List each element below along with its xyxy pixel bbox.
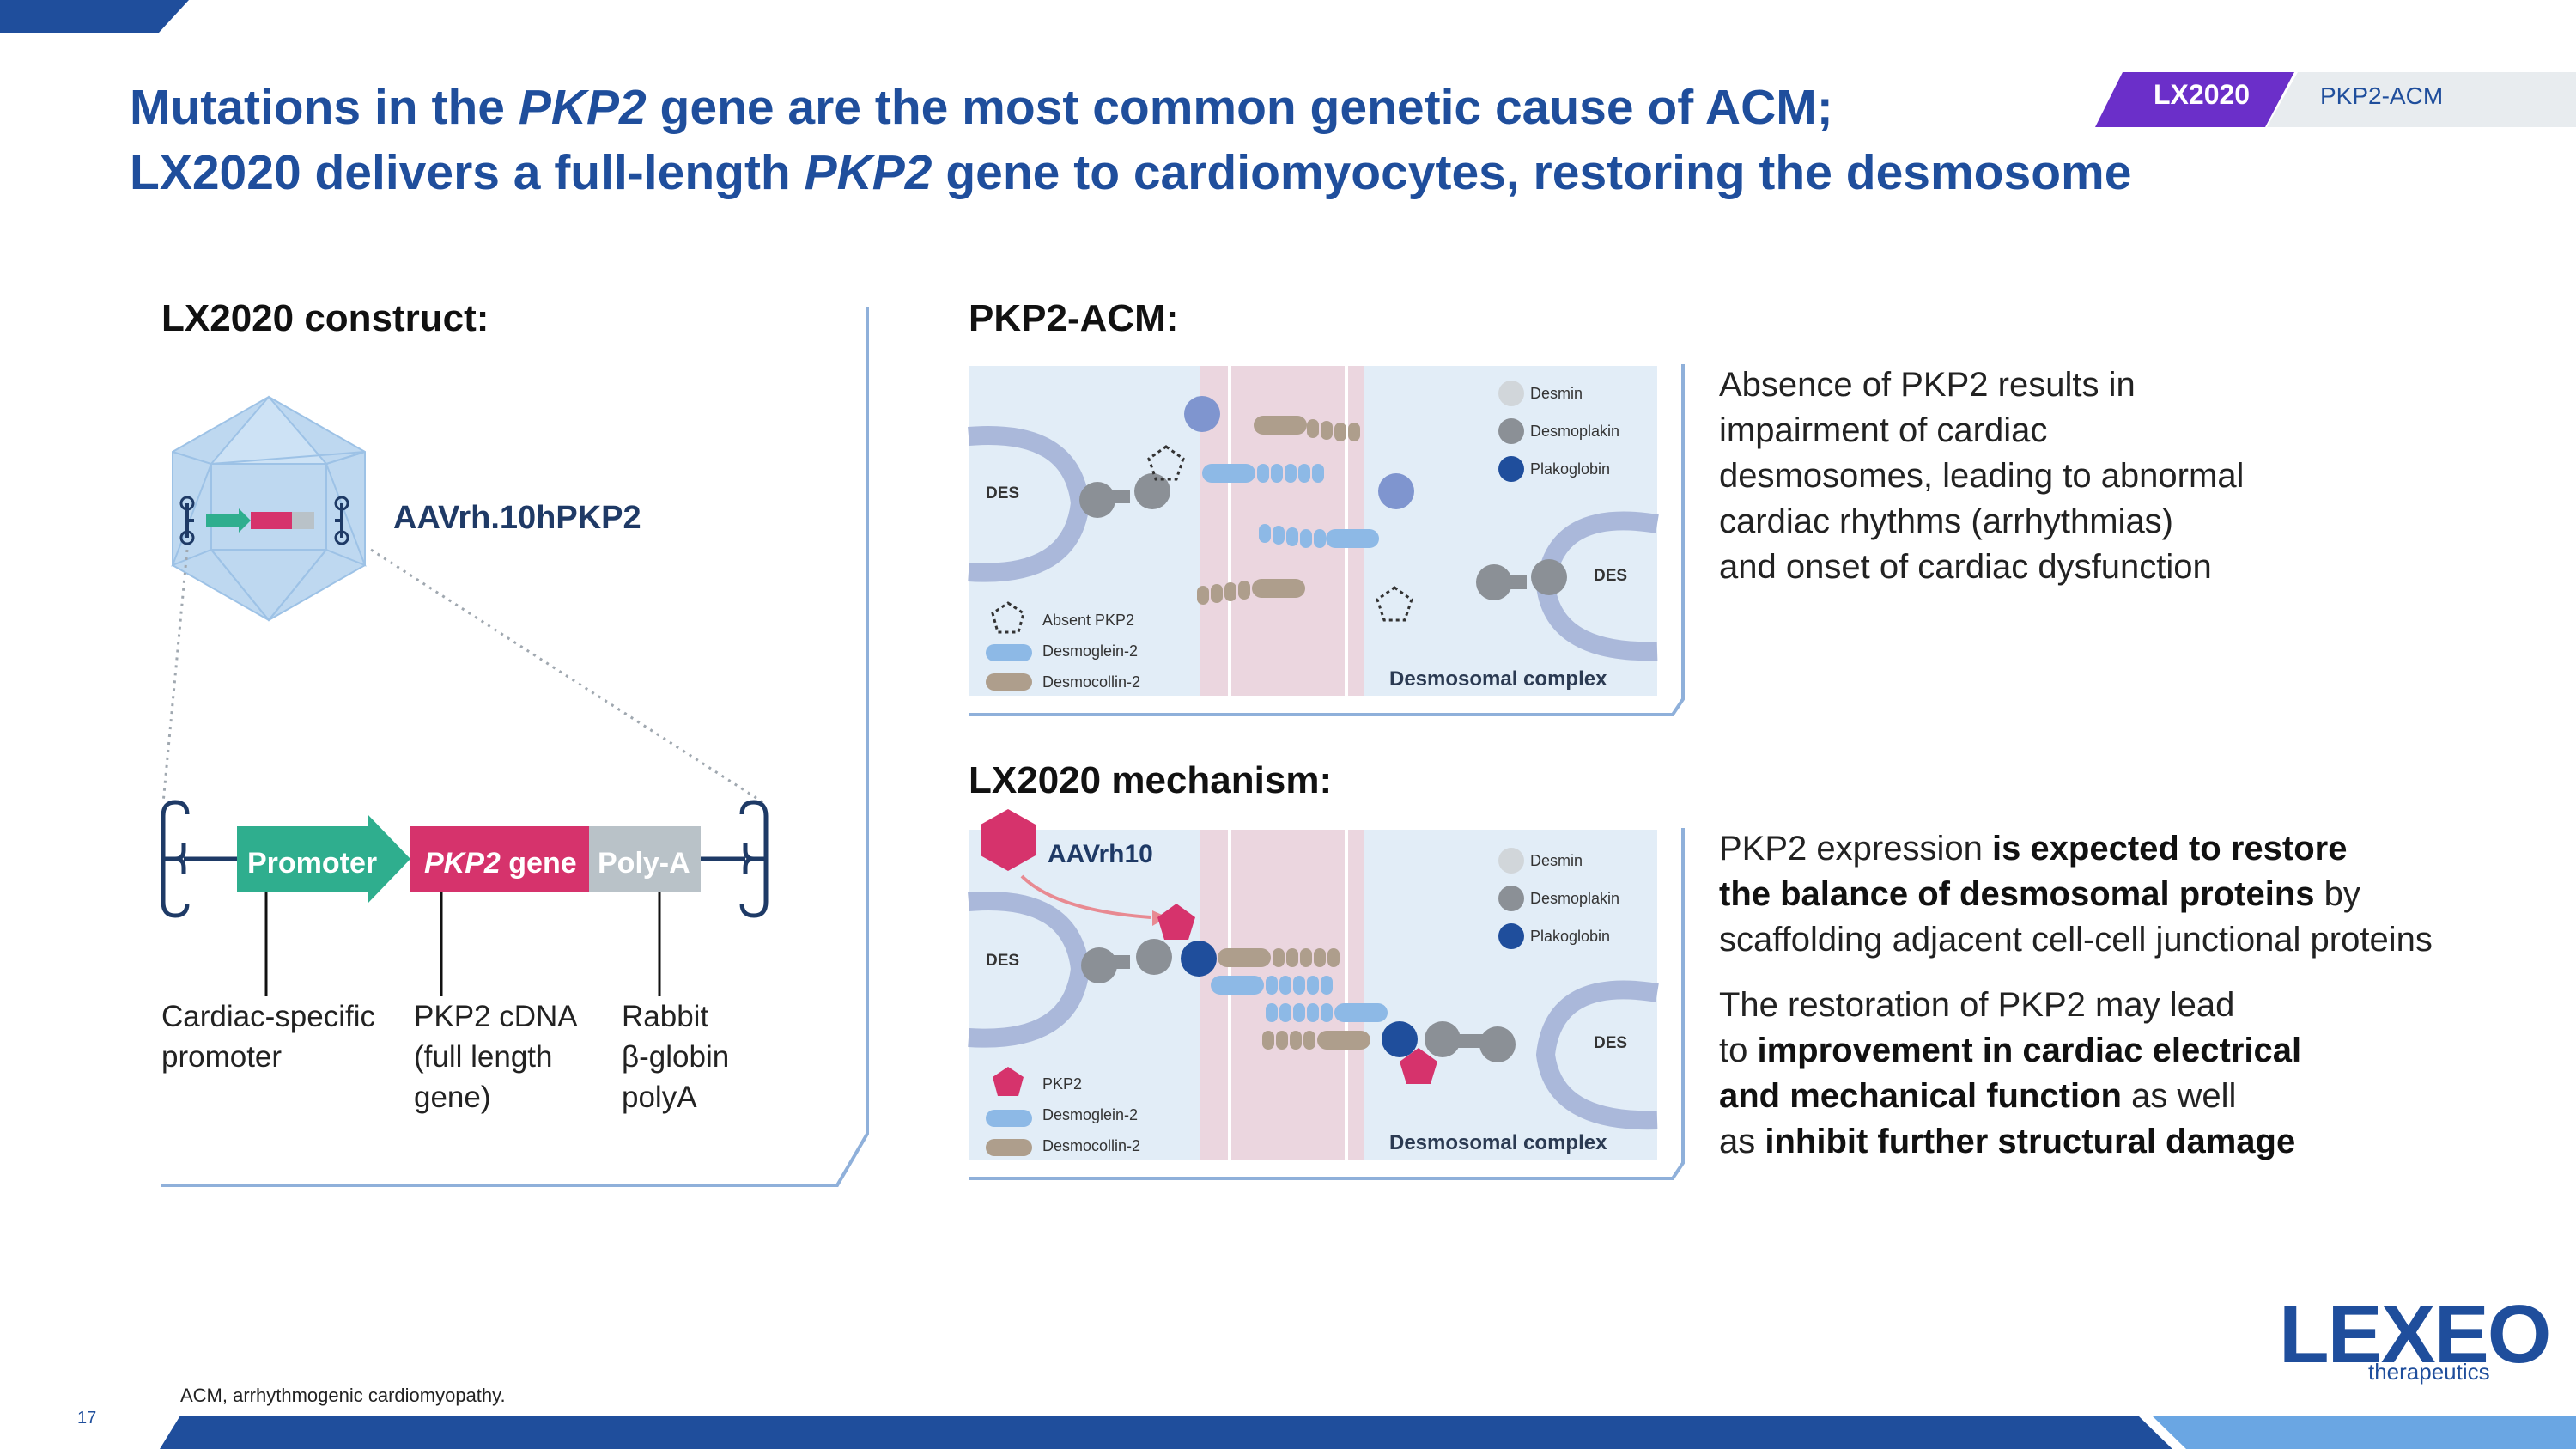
footnote: ACM, arrhythmogenic cardiomyopathy. [180, 1385, 506, 1406]
polya-label: Poly-A [598, 847, 690, 880]
right-itr-icon [739, 800, 769, 918]
lexeo-logo-sub: therapeutics [2368, 1359, 2490, 1385]
mechanism-heading: LX2020 mechanism: [969, 759, 1333, 801]
left-itr-icon [161, 800, 190, 918]
aav-particle-icon [981, 809, 1036, 871]
svg-text:Desmosomal complex: Desmosomal complex [1389, 667, 1607, 691]
promoter-block [237, 814, 410, 904]
program-badge: LX2020 [2154, 79, 2251, 110]
footer-bar [160, 1416, 2576, 1449]
mechanism-description-1: PKP2 expression is expected to restore t… [1719, 830, 2433, 959]
svg-text:Plakoglobin: Plakoglobin [1530, 928, 1610, 945]
vector-label: AAVrh.10hPKP2 [393, 500, 641, 536]
promoter-label: Promoter [247, 847, 378, 880]
svg-text:DES: DES [986, 484, 1019, 502]
polya-block [589, 826, 701, 892]
svg-text:Desmoglein-2: Desmoglein-2 [1042, 1106, 1138, 1123]
svg-text:Desmocollin-2: Desmocollin-2 [1042, 673, 1140, 691]
svg-text:Absent PKP2: Absent PKP2 [1042, 612, 1134, 629]
page-number: 17 [77, 1409, 97, 1428]
gene-label: PKP2 gene [424, 847, 577, 880]
pkp2-gene-block [410, 826, 589, 892]
construct-heading: LX2020 construct: [161, 297, 489, 339]
svg-text:DES: DES [986, 952, 1019, 970]
svg-text:Desmoplakin: Desmoplakin [1530, 890, 1619, 907]
svg-text:Desmin: Desmin [1530, 385, 1583, 402]
construct-panel [161, 307, 869, 1187]
mechanism-description-2: The restoration of PKP2 may lead to impr… [1719, 986, 2302, 1160]
svg-text:Desmocollin-2: Desmocollin-2 [1042, 1137, 1140, 1154]
svg-text:AAVrh10: AAVrh10 [1048, 840, 1153, 868]
acm-heading: PKP2-ACM: [969, 297, 1179, 339]
svg-text:Desmin: Desmin [1530, 852, 1583, 869]
svg-text:Desmoplakin: Desmoplakin [1530, 423, 1619, 440]
acm-diagram: DES DES Desmin Desmoplakin Plakoglobin A… [968, 364, 1685, 716]
svg-text:Desmoglein-2: Desmoglein-2 [1042, 642, 1138, 660]
aav-capsid-icon [171, 395, 367, 622]
svg-text:Desmosomal complex: Desmosomal complex [1389, 1131, 1607, 1154]
svg-text:PKP2: PKP2 [1042, 1075, 1082, 1093]
program-tag: PKP2-ACM [2320, 82, 2444, 109]
top-left-accent [0, 0, 189, 33]
svg-text:Plakoglobin: Plakoglobin [1530, 460, 1610, 478]
acm-description: Absence of PKP2 results in impairment of… [1719, 366, 2245, 586]
svg-text:DES: DES [1594, 567, 1627, 585]
header-tag-bar [2095, 72, 2576, 127]
page-title-line-1: Mutations in the PKP2 gene are the most … [130, 80, 1833, 135]
svg-text:DES: DES [1594, 1034, 1627, 1052]
page-title-line-2: LX2020 delivers a full-length PKP2 gene … [130, 145, 2132, 200]
mechanism-diagram: AAVrh10 DES DES Desmin Desmoplakin Plako… [968, 809, 1685, 1180]
lexeo-logo: LEXEO [2279, 1288, 2551, 1380]
